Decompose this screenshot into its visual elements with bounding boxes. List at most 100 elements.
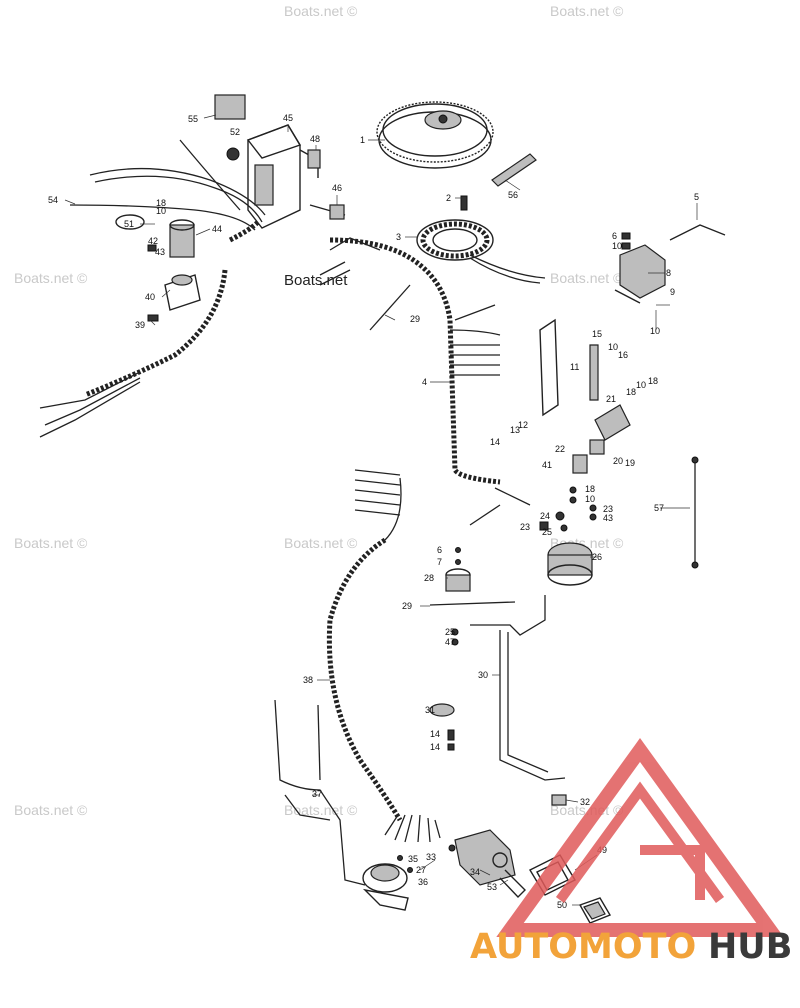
callout-label: 9	[670, 287, 675, 297]
fuse	[572, 454, 588, 474]
callout-label: 56	[508, 190, 518, 200]
callout-label: 7	[437, 557, 442, 567]
watermark: Boats.net ©	[284, 535, 358, 551]
callout-label: 44	[212, 224, 222, 234]
clamp	[164, 274, 201, 311]
connector	[589, 439, 605, 455]
callout-label: 28	[424, 573, 434, 583]
trim-harness	[274, 699, 366, 886]
callout-label: 6	[437, 545, 442, 555]
callout-label: 22	[555, 444, 565, 454]
callout-label: 57	[654, 503, 664, 513]
rectifier	[594, 404, 631, 441]
clip	[429, 703, 455, 717]
logo-text-hub: HUB	[708, 927, 792, 967]
callout-label: 14	[490, 437, 500, 447]
wire-lead	[89, 167, 266, 216]
callout-label: 40	[145, 292, 155, 302]
callout-label: 18	[626, 387, 636, 397]
callout-label: 23	[603, 504, 613, 514]
callout-label: 5	[694, 192, 699, 202]
callout-label: 3	[396, 232, 401, 242]
callout-label: 34	[470, 867, 480, 877]
callout-label: 20	[613, 456, 623, 466]
terminal-bracket	[539, 318, 599, 417]
callout-label: 35	[408, 854, 418, 864]
voltage-regulator	[614, 244, 666, 304]
callout-label: 48	[310, 134, 320, 144]
grommet	[226, 147, 240, 161]
callout-label: 18	[585, 484, 595, 494]
watermark: Boats.net ©	[14, 270, 88, 286]
callout-label: 38	[303, 675, 313, 685]
terminal	[551, 794, 567, 806]
callout-label: 43	[603, 513, 613, 523]
callout-label: 10	[608, 342, 618, 352]
callout-label: 43	[155, 247, 165, 257]
switch-box	[246, 124, 319, 229]
leader-lines	[64, 114, 698, 906]
watermark: Boats.net ©	[284, 3, 358, 19]
callout-label: 53	[487, 882, 497, 892]
callout-label: 39	[135, 320, 145, 330]
callout-label: 26	[592, 552, 602, 562]
watermark: Boats.net ©	[14, 802, 88, 818]
callout-label: 30	[478, 670, 488, 680]
warning-horn	[362, 863, 409, 911]
spacer	[307, 149, 321, 169]
callout-label: 18	[648, 376, 658, 386]
callout-label: 31	[425, 705, 435, 715]
callout-label: 14	[430, 729, 440, 739]
callout-label: 37	[312, 789, 322, 799]
watermark: Boats.net ©	[14, 535, 88, 551]
callout-label: 14	[430, 742, 440, 752]
callout-label: 50	[557, 900, 567, 910]
wire-lead-54	[69, 204, 256, 231]
callout-label: 2	[446, 193, 451, 203]
flywheel	[376, 101, 494, 169]
callout-label: 4	[422, 377, 427, 387]
watermark: Boats.net ©	[284, 802, 358, 818]
watermark: Boats.net ©	[550, 270, 624, 286]
logo-triangle-outer	[496, 738, 784, 937]
remote-control-harness	[326, 537, 403, 822]
callout-label: 45	[283, 113, 293, 123]
callout-label: 16	[618, 350, 628, 360]
callout-label: 10	[585, 494, 595, 504]
callout-label: 23	[520, 522, 530, 532]
callout-label: 24	[540, 511, 550, 521]
callout-label: 10	[650, 326, 660, 336]
tie-strap-lower	[429, 601, 516, 606]
callout-label: 19	[625, 458, 635, 468]
callout-label: 13	[510, 425, 520, 435]
callout-label: 10	[636, 380, 646, 390]
mount	[445, 568, 471, 592]
watermark: Boats.net	[284, 272, 348, 289]
callout-label: 54	[48, 195, 58, 205]
callout-label: 1	[360, 135, 365, 145]
logo-triangle-inner	[555, 781, 725, 903]
callout-label: 51	[124, 219, 134, 229]
callout-label: 11	[570, 362, 579, 372]
decal	[214, 94, 246, 120]
retainer	[115, 214, 145, 230]
callout-label: 32	[580, 797, 590, 807]
main-harness	[319, 237, 531, 526]
callout-label: 15	[592, 329, 602, 339]
callout-labels: 1 2 3 4 5 6 10 8 9 10 56 45 48 52 55 46 …	[48, 113, 699, 910]
callout-label: 10	[156, 206, 166, 216]
callout-label: 42	[148, 236, 158, 246]
starter-solenoid	[547, 542, 593, 586]
callout-label: 29	[410, 314, 420, 324]
callout-label: 41	[542, 460, 552, 470]
callout-label: 47	[445, 637, 455, 647]
callout-label: 21	[606, 394, 616, 404]
callout-label: 29	[402, 601, 412, 611]
watermark: Boats.net ©	[550, 3, 624, 19]
automotohub-logo	[496, 738, 784, 937]
ignition-switch	[454, 829, 526, 899]
stator	[416, 219, 546, 284]
screw	[460, 195, 468, 211]
